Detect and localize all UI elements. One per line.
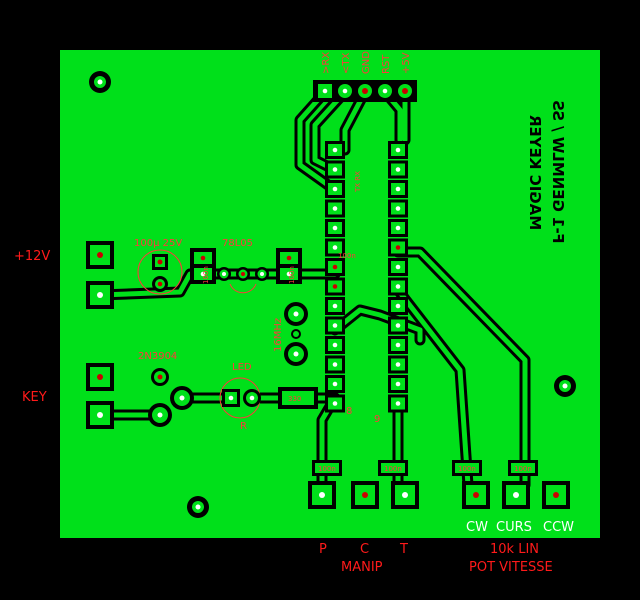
label-txrx: TX RX bbox=[354, 171, 362, 193]
header-pin-labels: >RX <TX GND RST +5V bbox=[321, 51, 412, 74]
bottom-connector-pads bbox=[308, 481, 570, 509]
label-plus12v: +12V bbox=[14, 249, 50, 264]
header-pin-5v: +5V bbox=[401, 52, 412, 74]
socket-pad-hole bbox=[395, 284, 401, 289]
socket-pad-hole bbox=[332, 323, 338, 328]
label-cap-100n-3: 100n bbox=[338, 252, 356, 260]
header-connector bbox=[313, 80, 417, 102]
label-ccw: CCW bbox=[543, 520, 574, 535]
pot-labels: CW CURS CCW bbox=[466, 520, 574, 535]
socket-pad-hole bbox=[332, 362, 338, 367]
mounting-holes bbox=[89, 71, 576, 518]
label-curs: CURS bbox=[496, 520, 532, 535]
label-cap-ccw: 100n bbox=[514, 465, 532, 473]
title-line-1: MAGIC KEYER bbox=[526, 115, 544, 231]
connector-caps bbox=[312, 460, 538, 476]
header-pin-rx: >RX bbox=[321, 52, 332, 74]
socket-pad-hole bbox=[395, 206, 401, 211]
regulator-area bbox=[190, 248, 302, 294]
crystal bbox=[284, 302, 308, 366]
socket-pad-hole bbox=[332, 303, 338, 309]
label-cap-t: 100n bbox=[384, 465, 402, 473]
label-cap-100n-1: 100n bbox=[202, 266, 210, 284]
socket-pad-hole bbox=[332, 245, 338, 250]
label-led: LED bbox=[232, 362, 252, 373]
header-pin-rst: RST bbox=[381, 54, 392, 74]
label-resistor: R bbox=[240, 421, 247, 432]
label-c: C bbox=[360, 542, 369, 557]
label-t: T bbox=[399, 542, 408, 557]
socket-pad-hole bbox=[395, 401, 401, 406]
label-pin8: 8 bbox=[346, 406, 352, 417]
label-pot-vitesse: POT VITESSE bbox=[469, 560, 553, 575]
socket-pad-hole bbox=[395, 303, 401, 309]
label-manip: MANIP bbox=[341, 560, 383, 575]
socket-pad-hole bbox=[332, 381, 338, 387]
manip-p-pad bbox=[308, 481, 336, 509]
socket-pad-hole bbox=[332, 284, 338, 289]
header-pin-tx: <TX bbox=[341, 53, 352, 74]
pot-curs-pad bbox=[502, 481, 530, 509]
microcontroller-socket bbox=[325, 141, 408, 413]
socket-pad-hole bbox=[395, 362, 401, 367]
label-cap-p: 100n bbox=[318, 465, 336, 473]
pot-cw-pad bbox=[462, 481, 490, 509]
socket-pad-hole bbox=[395, 264, 401, 270]
socket-pad-hole bbox=[395, 245, 401, 250]
label-crystal: 16MHz bbox=[273, 318, 284, 352]
label-cw: CW bbox=[466, 520, 488, 535]
label-p: P bbox=[319, 542, 327, 557]
socket-pad-hole bbox=[332, 167, 338, 172]
transistor bbox=[148, 368, 194, 427]
label-cap-100u: 100µ 25V bbox=[134, 238, 182, 249]
electrolytic-capacitor bbox=[137, 249, 183, 295]
socket-pad-hole bbox=[395, 225, 401, 231]
socket-pad-hole bbox=[332, 186, 338, 192]
component-labels: 100µ 25V 78L05 100n 100n 100n 16MHz 2N39… bbox=[134, 171, 532, 473]
label-cap-cw: 100n bbox=[458, 465, 476, 473]
pot-ccw-pad bbox=[542, 481, 570, 509]
resistor-330 bbox=[278, 387, 318, 409]
socket-pad-hole bbox=[395, 186, 401, 192]
board-title: MAGIC KEYER F-1 GENMLW / SS bbox=[526, 100, 567, 244]
manip-t-pad bbox=[391, 481, 419, 509]
socket-pad-hole bbox=[395, 381, 401, 387]
label-pin9: 9 bbox=[374, 414, 380, 425]
label-10k-lin: 10k LIN bbox=[490, 542, 539, 557]
label-transistor: 2N3904 bbox=[138, 351, 177, 362]
socket-pad-hole bbox=[332, 264, 338, 270]
label-cap-100n-2: 100n bbox=[288, 266, 296, 284]
socket-pad-hole bbox=[332, 342, 338, 348]
socket-pad-hole bbox=[332, 225, 338, 231]
label-reg-78l05: 78L05 bbox=[222, 238, 253, 249]
socket-pad-hole bbox=[332, 147, 338, 153]
key-pads bbox=[86, 363, 114, 429]
socket-pad-hole bbox=[395, 342, 401, 348]
header-pin-gnd: GND bbox=[361, 51, 372, 74]
label-res-330: 330 bbox=[288, 395, 301, 403]
label-key: KEY bbox=[22, 390, 47, 405]
socket-pad-hole bbox=[332, 401, 338, 406]
socket-pad-hole bbox=[395, 167, 401, 172]
socket-pad-hole bbox=[332, 206, 338, 211]
title-line-2: F-1 GENMLW / SS bbox=[549, 100, 567, 244]
socket-pad-hole bbox=[395, 323, 401, 328]
led bbox=[219, 377, 261, 419]
external-labels: +12V KEY P C T MANIP 10k LIN POT VITESSE bbox=[14, 249, 553, 575]
power-input-pads bbox=[86, 241, 114, 309]
manip-c-pad bbox=[351, 481, 379, 509]
socket-pad-hole bbox=[395, 147, 401, 153]
